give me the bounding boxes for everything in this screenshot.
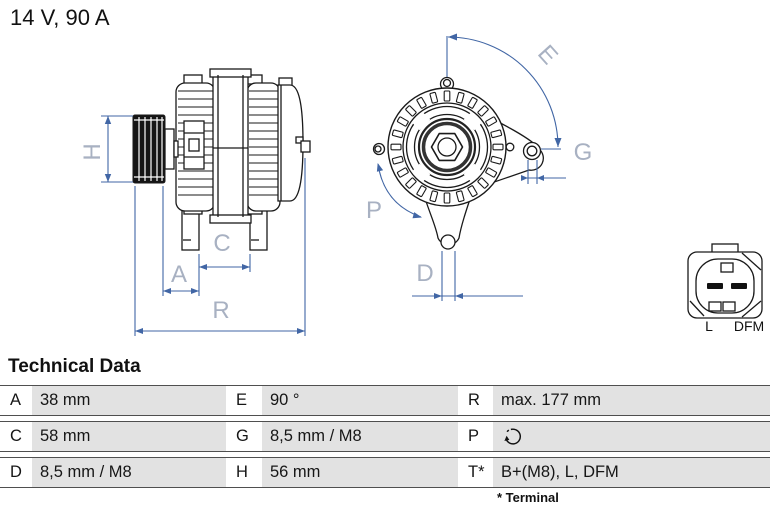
dim-label-r: R xyxy=(212,297,229,324)
table-value-h: 56 mm xyxy=(262,458,458,487)
dim-label-d: D xyxy=(416,260,433,287)
table-key-e: E xyxy=(226,386,262,415)
table-key-d: D xyxy=(0,458,32,487)
mounting-foot-right xyxy=(249,209,268,251)
terminal-stud xyxy=(295,136,304,144)
dim-label-c: C xyxy=(213,230,230,257)
dim-label-p: P xyxy=(366,197,382,224)
table-value-d: 8,5 mm / M8 xyxy=(32,458,226,487)
table-value-t: B+(M8), L, DFM xyxy=(493,458,770,487)
table-key-r: R xyxy=(458,386,493,415)
shaft-nut xyxy=(430,132,464,162)
front-view xyxy=(372,36,544,250)
rotation-direction-icon xyxy=(504,427,521,445)
mounting-foot-left xyxy=(181,209,200,251)
pulley xyxy=(132,114,166,184)
product-rating: 14 V, 90 A xyxy=(10,5,110,30)
connector-detail: L DFM xyxy=(687,243,764,334)
pin-slot-dfm xyxy=(731,283,747,289)
alternator-technical-drawing: H A C R xyxy=(79,33,764,336)
table-row: D 8,5 mm / M8 H 56 mm T* B+(M8), L, DFM xyxy=(0,457,770,488)
stator-band xyxy=(212,74,249,218)
technical-data-table: A 38 mm E 90 ° R max. 177 mm C 58 mm G 8… xyxy=(0,385,770,493)
table-value-a: 38 mm xyxy=(32,386,226,415)
pin-slot-l xyxy=(707,283,723,289)
connector-label-l: L xyxy=(705,318,713,334)
dim-label-e: E xyxy=(532,40,563,70)
terminal-footnote: * Terminal xyxy=(497,490,559,505)
table-key-a: A xyxy=(0,386,32,415)
foot-hole xyxy=(440,234,456,250)
dim-label-a: A xyxy=(171,261,187,288)
table-value-e: 90 ° xyxy=(262,386,458,415)
table-value-p xyxy=(493,422,770,451)
table-key-c: C xyxy=(0,422,32,451)
table-value-r: max. 177 mm xyxy=(493,386,770,415)
connector-body xyxy=(687,251,763,319)
dim-label-h: H xyxy=(79,143,106,160)
table-value-g: 8,5 mm / M8 xyxy=(262,422,458,451)
table-key-g: G xyxy=(226,422,262,451)
table-key-p: P xyxy=(458,422,493,451)
ear-hole xyxy=(522,141,542,161)
connector-label-dfm: DFM xyxy=(734,318,764,334)
table-value-c: 58 mm xyxy=(32,422,226,451)
side-view-dimensions: H A C R xyxy=(79,115,306,336)
side-view xyxy=(132,68,311,251)
table-row: A 38 mm E 90 ° R max. 177 mm xyxy=(0,385,770,416)
table-row: C 58 mm G 8,5 mm / M8 P xyxy=(0,421,770,452)
table-key-h: H xyxy=(226,458,262,487)
section-title: Technical Data xyxy=(8,356,141,377)
dim-label-g: G xyxy=(574,139,593,166)
table-key-t: T* xyxy=(458,458,493,487)
